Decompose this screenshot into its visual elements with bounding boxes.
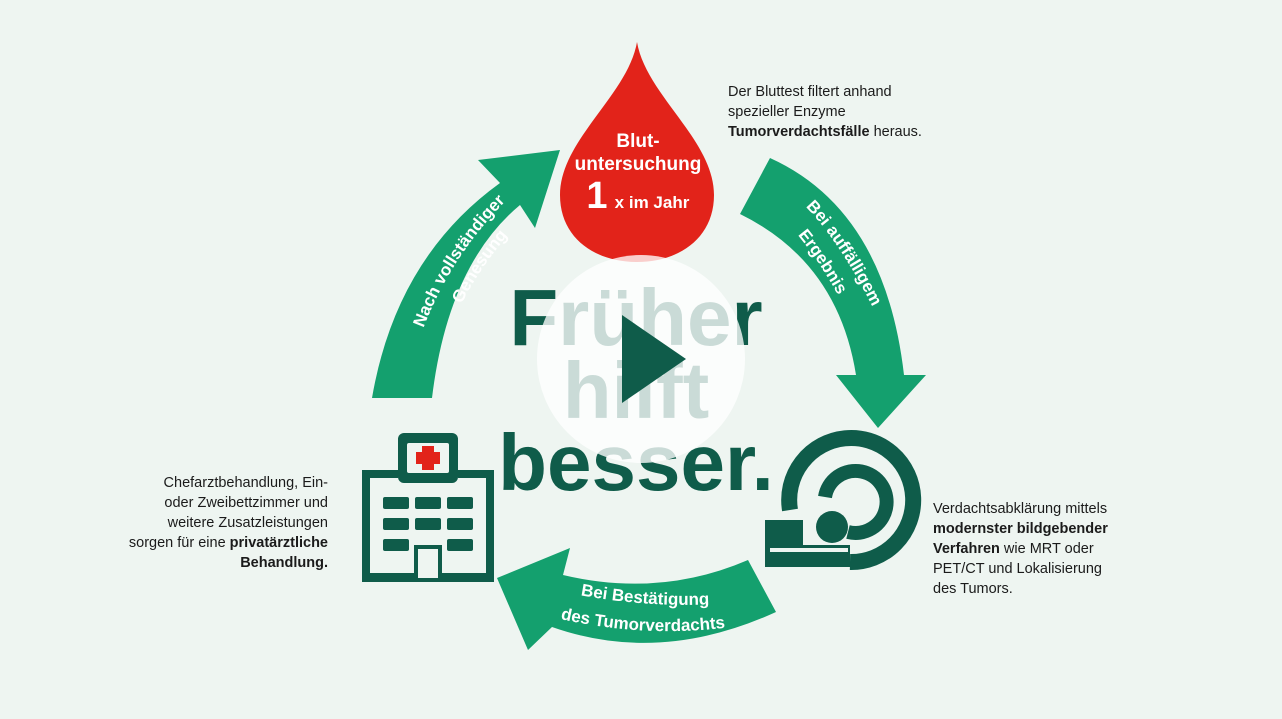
play-button[interactable] [537,255,745,463]
treatment-line4: sorgen für eine privatärztliche [90,533,328,553]
treatment-line3: weitere Zusatzleistungen [167,515,328,531]
treatment-line5-bold: Behandlung. [240,555,328,571]
bloodtest-line3: Tumorverdachtsfälle heraus. [728,122,968,142]
diagnosis-line3-bold: Verfahren [933,541,1000,557]
hospital-icon [362,433,494,582]
arrow-bottom: Bei Bestätigung des Tumorverdachts [497,548,776,650]
treatment-line1: Chefarztbehandlung, Ein- [163,475,328,491]
play-icon[interactable] [622,315,686,403]
treatment-line5: Behandlung. [90,553,328,573]
treatment-line2: oder Zweibettzimmer und [164,495,328,511]
diagnosis-line4: PET/CT und Lokalisierung [933,561,1102,577]
treatment-text: Chefarztbehandlung, Ein- oder Zweibettzi… [90,473,328,573]
drop-count: 1 [586,175,607,217]
diagnosis-line3-rest: wie MRT oder [999,541,1094,557]
diagnosis-text: Verdachtsabklärung mittels modernster bi… [933,499,1173,599]
bloodtest-text: Der Bluttest filtert anhand spezieller E… [728,82,968,142]
treatment-line4-bold: privatärztliche [229,535,328,551]
treatment-line4-text: sorgen für eine [128,535,230,551]
bloodtest-line3-bold: Tumorverdachtsfälle [728,124,870,140]
drop-line2: untersuchung [575,154,702,175]
svg-text:Nach vollständiger: Nach vollständiger [409,190,508,329]
bloodtest-line2: spezieller Enzyme [728,104,846,120]
mri-scanner-icon [765,430,922,571]
drop-frequency: x im Jahr [615,193,690,212]
blood-drop: Blut- untersuchung 1 x im Jahr [560,42,714,262]
arrow-bottom-body [497,548,776,650]
diagnosis-line2: modernster bildgebender [933,519,1173,539]
arrow-left-body [372,150,560,398]
arrow-right-body [740,158,926,428]
diagnosis-line5: des Tumors. [933,581,1013,597]
arrow-right: Bei auffälligem Ergebnis [740,158,926,428]
diagnosis-line1: Verdachtsabklärung mittels [933,501,1108,517]
bloodtest-line3-rest: heraus. [869,124,922,140]
diagnosis-line3: Verfahren wie MRT oder [933,539,1173,559]
bloodtest-line1: Der Bluttest filtert anhand [728,84,892,100]
drop-line1: Blut- [616,131,659,152]
diagnosis-line2-bold: modernster bildgebender [933,521,1108,537]
blood-drop-icon [560,42,714,262]
arrow-left-line1: Nach vollständiger [409,190,508,329]
